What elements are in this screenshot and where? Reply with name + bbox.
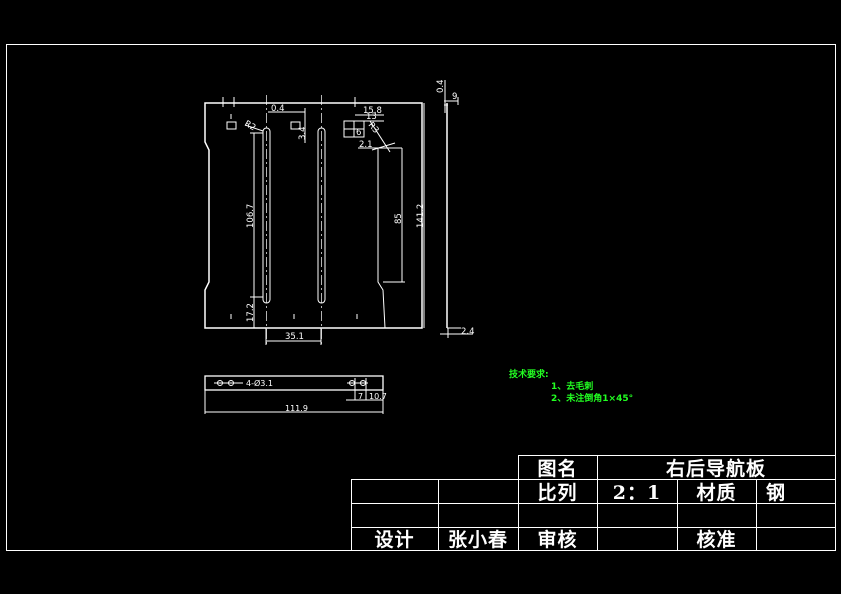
dim-15-8: 15.8 — [363, 106, 382, 116]
dim-3-4: 3.4 — [298, 126, 308, 140]
dim-holes: 4-Ø3.1 — [246, 378, 273, 388]
title-block-grid — [351, 455, 835, 550]
review-value — [597, 527, 677, 550]
material-label: 材质 — [696, 481, 737, 504]
scale-value: 2：1 — [612, 481, 662, 504]
dim-r2: R2 — [243, 119, 258, 133]
dim-17-2: 17.2 — [246, 303, 256, 322]
approve-value — [756, 527, 835, 550]
dim-13: 13 — [366, 112, 377, 122]
dim-35-1: 35.1 — [285, 332, 304, 342]
dim-111-9: 111.9 — [285, 404, 308, 413]
dim-7: 7 — [358, 392, 363, 401]
front-view — [204, 95, 425, 345]
dim-2-1: 2.1 — [359, 140, 373, 150]
tech-requirement-2: 2、未注倒角1×45° — [551, 394, 634, 404]
drawing-name-label: 图名 — [537, 457, 578, 480]
dim-6: 6 — [356, 128, 361, 138]
drawing-frame — [6, 44, 836, 551]
designer-value: 张小春 — [447, 529, 508, 551]
scale-label: 比列 — [537, 481, 578, 504]
drawing-name-value: 右后导航板 — [665, 457, 766, 480]
dim-85: 85 — [394, 213, 404, 224]
dim-10-7: 10.7 — [369, 392, 387, 401]
dim-141-2: 141.2 — [416, 204, 426, 228]
dim-side-9: 9 — [452, 92, 457, 102]
dim-side-0-4: 0.4 — [436, 79, 446, 93]
approve-label: 核准 — [696, 529, 737, 551]
dim-0-4: 0.4 — [271, 104, 285, 114]
dim-side-2-4: 2.4 — [461, 327, 475, 337]
review-label: 审核 — [537, 529, 578, 551]
dim-106-7: 106.7 — [246, 204, 256, 228]
tech-requirements-title: 技术要求: — [509, 370, 549, 380]
designer-label: 设计 — [374, 529, 415, 551]
material-value: 钢 — [765, 481, 786, 504]
bottom-view — [204, 375, 384, 414]
tech-requirement-1: 1、去毛刺 — [551, 382, 594, 392]
side-view — [440, 80, 473, 338]
